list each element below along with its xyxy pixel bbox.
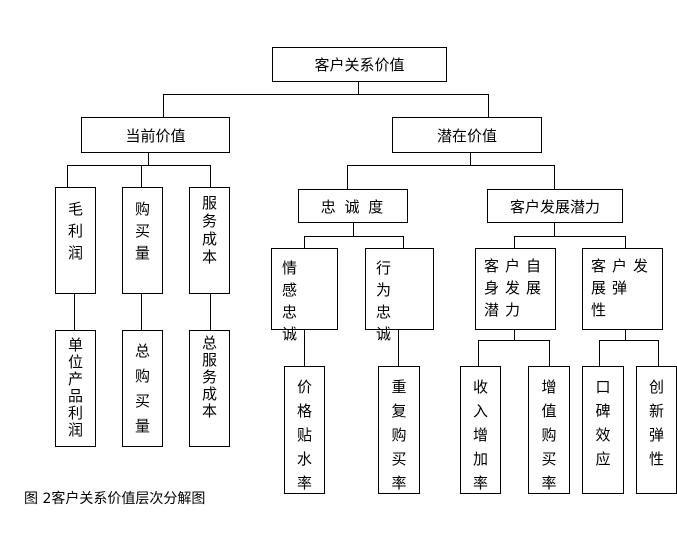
revenue-increase-rate-node: 收入增加率: [460, 366, 501, 494]
connector-line: [658, 340, 659, 366]
node-label: 创新弹性: [648, 378, 664, 468]
word-of-mouth-node: 口碑效应: [582, 366, 624, 494]
self-development-node: 客户自身发展潜力: [475, 248, 556, 330]
node-label: 总购买量: [134, 342, 150, 435]
current-value-node: 当前价值: [81, 117, 230, 153]
unit-product-profit-node: 单位产品利润: [55, 330, 96, 447]
connector-line: [67, 165, 68, 187]
connector-line: [403, 236, 404, 248]
connector-line: [478, 340, 550, 341]
connector-line: [163, 94, 489, 95]
value-added-purchase-rate-node: 增值购买率: [528, 366, 570, 494]
connector-line: [353, 223, 354, 236]
connector-line: [148, 152, 149, 165]
node-label: 口碑效应: [595, 378, 611, 468]
connector-line: [514, 329, 515, 340]
connector-line: [304, 236, 404, 237]
repeat-purchase-rate-node: 重复购买率: [378, 366, 420, 494]
connector-line: [398, 329, 399, 366]
connector-line: [358, 81, 359, 94]
connector-line: [514, 236, 626, 237]
innovation-elasticity-node: 创新弹性: [636, 366, 677, 494]
node-label: 增值购买率: [541, 378, 557, 492]
gross-profit-node: 毛利润: [55, 187, 96, 294]
root-node: 客户关系价值: [272, 47, 447, 82]
loyalty-node: 忠 诚 度: [298, 189, 408, 223]
node-label: 重复购买率: [391, 378, 407, 492]
service-cost-node: 服务成本: [189, 187, 230, 294]
connector-line: [141, 293, 142, 330]
connector-line: [304, 329, 305, 366]
node-label: 购买量: [134, 200, 150, 262]
connector-line: [599, 340, 600, 366]
connector-line: [470, 152, 471, 165]
connector-line: [478, 340, 479, 366]
connector-line: [210, 293, 211, 330]
node-label: 收入增加率: [472, 378, 488, 492]
behavioral-loyalty-node: 行 为 忠 诚: [365, 248, 434, 343]
connector-line: [210, 165, 211, 187]
connector-line: [554, 165, 555, 189]
connector-line: [549, 340, 550, 366]
emotional-loyalty-node: 情 感 忠 诚: [271, 248, 338, 343]
connector-line: [599, 340, 659, 341]
connector-line: [625, 236, 626, 248]
connector-line: [625, 329, 626, 340]
connector-line: [163, 94, 164, 117]
purchase-volume-node: 购买量: [122, 187, 163, 294]
connector-line: [514, 236, 515, 248]
price-premium-rate-node: 价格贴水率: [284, 366, 325, 494]
node-label: 价格贴水率: [296, 378, 312, 492]
connector-line: [67, 165, 211, 166]
development-elasticity-node: 客户发展弹 性: [582, 248, 663, 330]
connector-line: [74, 293, 75, 330]
total-service-cost-node: 总服务成本: [189, 330, 230, 447]
connector-line: [554, 223, 555, 236]
connector-line: [347, 165, 555, 166]
connector-line: [141, 165, 142, 187]
node-label: 服务成本: [201, 194, 217, 266]
node-label: 总服务成本: [201, 334, 217, 420]
development-potential-node: 客户发展潜力: [487, 189, 623, 223]
figure-caption: 图 2客户关系价值层次分解图: [24, 491, 206, 507]
node-label: 单位产品利润: [67, 336, 83, 439]
total-purchase-node: 总购买量: [122, 330, 163, 447]
connector-line: [347, 165, 348, 189]
node-label: 毛利润: [67, 200, 83, 262]
potential-value-node: 潜在价值: [392, 117, 542, 153]
connector-line: [304, 236, 305, 248]
connector-line: [488, 94, 489, 117]
